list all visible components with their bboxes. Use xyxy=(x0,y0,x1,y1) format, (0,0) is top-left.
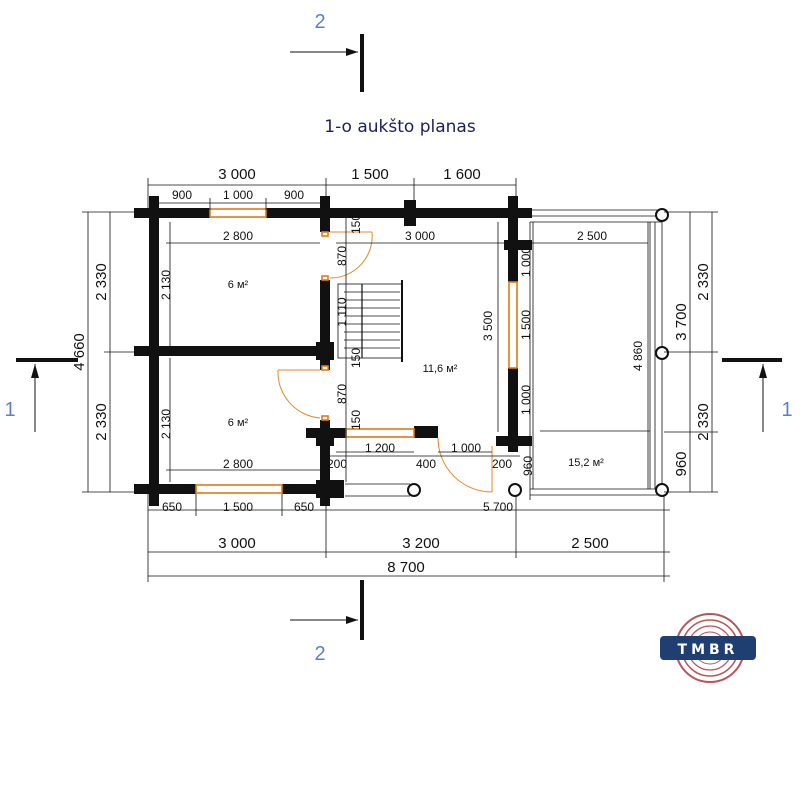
walls xyxy=(134,196,532,506)
dim-side-bottom: 1 000 xyxy=(519,385,533,415)
dim-hall-width: 3 000 xyxy=(405,229,435,243)
dim-left-lower: 2 330 xyxy=(93,403,110,441)
section-label-left: 1 xyxy=(4,399,15,421)
dim-p200a: 200 xyxy=(327,457,347,471)
room-area-terrace: 15,2 м² xyxy=(568,457,604,469)
dim-terrace-depth: 4 860 xyxy=(631,341,645,371)
dimension-lines-bottom xyxy=(147,494,670,582)
dim-top-overall-3: 1 600 xyxy=(443,166,481,183)
dim-p960: 960 xyxy=(521,456,535,476)
dim-bottom-seg-3: 2 500 xyxy=(571,535,609,552)
dimension-lines-right xyxy=(664,211,718,493)
dim-left-upper: 2 330 xyxy=(93,263,110,301)
dim-bottom-window-3: 650 xyxy=(294,500,314,514)
dim-door-mid-width: 870 xyxy=(335,384,349,404)
dim-bottom-overall: 8 700 xyxy=(387,559,425,576)
logo-text: TMBR xyxy=(678,642,739,658)
dim-top-overall-1: 3 000 xyxy=(218,166,256,183)
dim-stair-width: 1 110 xyxy=(335,297,349,326)
dim-bottom-window-1: 650 xyxy=(162,500,182,514)
dim-room-a-width: 2 800 xyxy=(223,229,253,243)
dim-p400: 400 xyxy=(416,457,436,471)
dim-door-top-gap: 150 xyxy=(349,214,363,234)
room-area-upper-left: 6 м² xyxy=(228,279,249,291)
dim-right-bottom: 960 xyxy=(673,451,690,476)
dim-bottom-window-2: 1 500 xyxy=(223,500,253,514)
dim-right-lower: 2 330 xyxy=(695,403,712,441)
dimension-lines-left xyxy=(82,211,136,493)
dim-room-b-depth: 2 130 xyxy=(159,409,173,439)
dim-top-window-1: 900 xyxy=(172,188,192,202)
section-marker-left: 1 xyxy=(4,358,78,432)
dim-p200b: 200 xyxy=(492,457,512,471)
dim-top-overall-2: 1 500 xyxy=(351,166,389,183)
section-marker-right: 1 xyxy=(722,358,793,432)
dim-partition: 1 200 xyxy=(365,441,395,455)
section-label-top: 2 xyxy=(314,11,325,33)
room-area-hall: 11,6 м² xyxy=(423,363,458,375)
dim-top-window-2: 1 000 xyxy=(223,188,253,202)
dim-top-window-3: 900 xyxy=(284,188,304,202)
plan-title: 1-o aukšto planas xyxy=(324,117,476,137)
columns xyxy=(407,208,669,497)
dimension-lines-inner xyxy=(166,218,649,500)
dim-stair-gap: 150 xyxy=(349,348,363,368)
dim-side-top: 1 000 xyxy=(519,247,533,277)
section-label-bottom: 2 xyxy=(314,643,325,665)
dim-door-out: 1 000 xyxy=(451,441,481,455)
room-area-lower-left: 6 м² xyxy=(228,417,249,429)
dimension-lines-top xyxy=(147,178,648,244)
dim-terrace-length: 5 700 xyxy=(483,500,513,514)
dim-side-window: 1 500 xyxy=(519,310,533,340)
dim-bottom-seg-2: 3 200 xyxy=(402,535,440,552)
section-label-right: 1 xyxy=(781,399,792,421)
section-marker-top: 2 xyxy=(290,11,364,92)
dim-left-overall: 4 660 xyxy=(71,333,88,371)
dim-hall-depth: 3 500 xyxy=(481,311,495,341)
tmbr-logo: TMBR xyxy=(660,613,756,683)
section-marker-bottom: 2 xyxy=(290,580,364,665)
dim-right-mid: 3 700 xyxy=(673,303,690,341)
windows xyxy=(195,208,518,494)
doors xyxy=(277,231,493,493)
dim-room-a-depth: 2 130 xyxy=(159,270,173,300)
dim-terrace-width: 2 500 xyxy=(577,229,607,243)
dim-bottom-seg-1: 3 000 xyxy=(218,535,256,552)
dim-door-low-gap: 150 xyxy=(349,410,363,430)
dim-door-top-width: 870 xyxy=(335,246,349,266)
dim-right-upper: 2 330 xyxy=(695,263,712,301)
staircase xyxy=(337,280,403,362)
dim-room-b-width: 2 800 xyxy=(223,457,253,471)
